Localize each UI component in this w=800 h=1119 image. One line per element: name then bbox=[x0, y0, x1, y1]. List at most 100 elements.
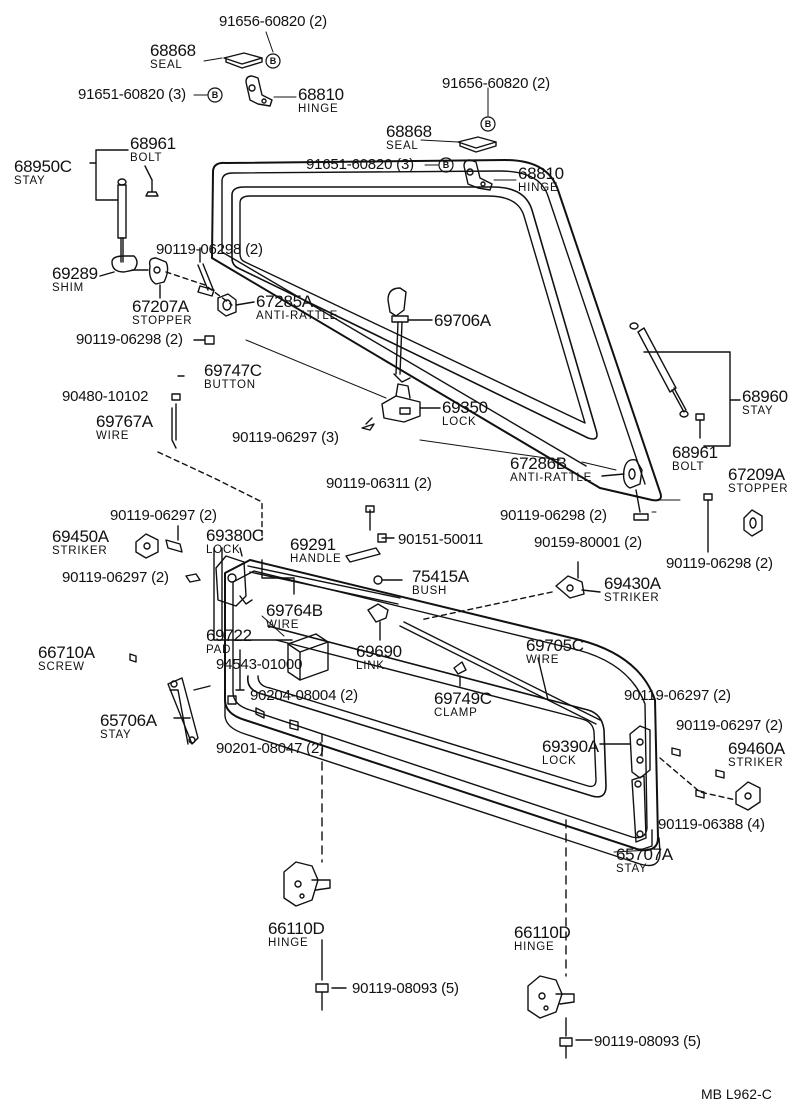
b-markers bbox=[207, 53, 496, 173]
part-name: HANDLE bbox=[290, 553, 342, 565]
part-number: 90119-06297 (2) bbox=[110, 507, 217, 524]
part-name: STAY bbox=[100, 729, 132, 741]
part-number: 91651-60820 (3) bbox=[78, 86, 186, 103]
part-number: 90201-08047 (2) bbox=[216, 740, 324, 757]
part-number: 68868 bbox=[150, 41, 196, 60]
part-number: 67209A bbox=[728, 465, 785, 484]
part-name: WIRE bbox=[526, 654, 560, 666]
part-name: SCREW bbox=[38, 661, 85, 673]
part-number: 68810 bbox=[298, 85, 344, 104]
part-name: LOCK bbox=[442, 416, 477, 428]
callout-c48: 90201-08047 (2) bbox=[216, 741, 324, 756]
wire-69764b bbox=[247, 559, 401, 605]
part-name: BOLT bbox=[130, 152, 163, 164]
right-gas-stay bbox=[629, 322, 741, 447]
part-name: ANTI-RATTLE bbox=[510, 472, 593, 484]
callout-c15: 69706A bbox=[434, 312, 491, 329]
part-number: 94543-01000 bbox=[216, 656, 303, 673]
glass-hatch-frame bbox=[211, 159, 662, 502]
part-number: 69350 bbox=[442, 398, 488, 417]
callout-c44: 90204-08004 (2) bbox=[250, 688, 358, 703]
callout-c33: 90159-80001 (2) bbox=[534, 535, 642, 550]
part-number: 65706A bbox=[100, 711, 157, 730]
hinge-66110d-left bbox=[283, 733, 347, 1011]
b-marker-text: B bbox=[443, 160, 450, 170]
part-number: 90119-06388 (4) bbox=[658, 816, 765, 833]
callout-c56: 90119-08093 (5) bbox=[352, 981, 459, 996]
callout-c35: 90119-06297 (2) bbox=[62, 570, 169, 585]
part-number: 69690 bbox=[356, 642, 402, 661]
part-number: 75415A bbox=[412, 567, 469, 586]
part-number: 69430A bbox=[604, 574, 661, 593]
part-number: 69291 bbox=[290, 535, 336, 554]
part-number: 66110D bbox=[514, 923, 571, 942]
wire-69767a bbox=[157, 375, 263, 541]
part-number: 90119-06297 (2) bbox=[676, 717, 783, 734]
striker-69460a bbox=[659, 747, 761, 811]
part-name: SEAL bbox=[386, 140, 419, 152]
part-number: 68810 bbox=[518, 164, 564, 183]
part-number: 90119-06298 (2) bbox=[500, 507, 607, 524]
part-number: 68960 bbox=[742, 387, 788, 406]
callout-c16: 90119-06298 (2) bbox=[76, 332, 183, 347]
wire-69705c bbox=[399, 621, 601, 725]
part-number: 68950C bbox=[14, 157, 72, 176]
part-name: STAY bbox=[616, 863, 648, 875]
small-parts-middle bbox=[227, 649, 299, 731]
part-number: 68868 bbox=[386, 122, 432, 141]
part-number: 69764B bbox=[266, 601, 323, 620]
long-leaders bbox=[245, 339, 681, 853]
part-name: STRIKER bbox=[728, 757, 784, 769]
part-number: 90480-10102 bbox=[62, 388, 149, 405]
callout-c18: 90480-10102 bbox=[62, 389, 148, 404]
callout-c27: 90119-06298 (2) bbox=[500, 508, 607, 523]
top-hinge-left bbox=[223, 52, 273, 107]
callout-c57: 90119-08093 (5) bbox=[594, 1034, 701, 1049]
small-bolts-left bbox=[193, 247, 255, 345]
part-name: STAY bbox=[14, 175, 46, 187]
part-number: 69706A bbox=[434, 311, 491, 330]
part-number: 90159-80001 (2) bbox=[534, 534, 642, 551]
callout-c49: 90119-06297 (2) bbox=[676, 718, 783, 733]
callout-c32: 90151-50011 bbox=[398, 532, 483, 547]
handle-69291 bbox=[345, 505, 403, 585]
part-name: BOLT bbox=[672, 461, 705, 473]
part-number: 90119-08093 (5) bbox=[352, 980, 459, 997]
lock-69350 bbox=[361, 383, 441, 431]
part-name: HINGE bbox=[298, 103, 339, 115]
part-number: 69390A bbox=[542, 737, 599, 756]
part-number: 66710A bbox=[38, 643, 95, 662]
part-name: SEAL bbox=[150, 59, 183, 71]
part-number: 69767A bbox=[96, 412, 153, 431]
callout-c46: 90119-06297 (2) bbox=[624, 688, 731, 703]
part-name: HINGE bbox=[514, 941, 555, 953]
callout-c26: 90119-06311 (2) bbox=[326, 476, 432, 491]
part-name: STRIKER bbox=[52, 545, 108, 557]
callout-c34: 90119-06298 (2) bbox=[666, 556, 773, 571]
part-number: 90119-06298 (2) bbox=[76, 331, 183, 348]
part-name: STRIKER bbox=[604, 592, 660, 604]
part-name: SHIM bbox=[52, 282, 84, 294]
callout-c28: 90119-06297 (2) bbox=[110, 508, 217, 523]
tailgate-frame bbox=[224, 559, 661, 867]
